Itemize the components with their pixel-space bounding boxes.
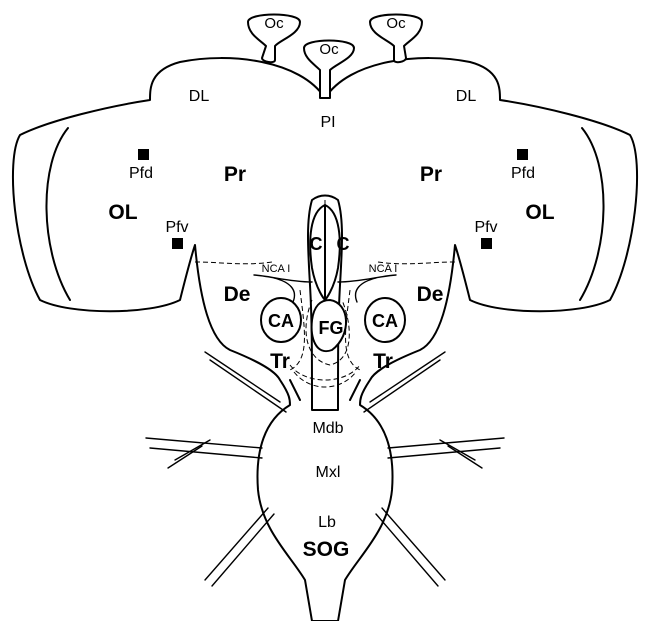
- label-sog: SOG: [303, 538, 350, 561]
- label-fg: FG: [319, 318, 344, 338]
- label-pfd-right: Pfd: [511, 165, 535, 182]
- label-ca-left: CA: [268, 311, 294, 331]
- marker-pfv-right: [481, 238, 492, 249]
- marker-pfd-left: [138, 149, 149, 160]
- label-mdb: Mdb: [312, 420, 343, 437]
- label-de-left: De: [224, 283, 251, 306]
- label-ol-right: OL: [525, 201, 554, 224]
- label-pi: PI: [320, 114, 335, 131]
- label-pfv-left: Pfv: [165, 219, 188, 236]
- label-de-right: De: [417, 283, 444, 306]
- label-cc-right: C: [337, 234, 350, 254]
- label-mxl: Mxl: [316, 464, 341, 481]
- label-tr-left: Tr: [270, 350, 290, 373]
- label-pr-right: Pr: [420, 163, 442, 186]
- marker-pfv-left: [172, 238, 183, 249]
- label-dl-left: DL: [189, 88, 210, 105]
- label-ocellus-right: Oc: [386, 15, 406, 32]
- label-pfd-left: Pfd: [129, 165, 153, 182]
- label-ca-right: CA: [372, 311, 398, 331]
- label-lb: Lb: [318, 514, 336, 531]
- label-cc-left: C: [310, 234, 323, 254]
- label-pr-left: Pr: [224, 163, 246, 186]
- label-pfv-right: Pfv: [474, 219, 497, 236]
- label-ol-left: OL: [108, 201, 137, 224]
- marker-pfd-right: [517, 149, 528, 160]
- label-dl-right: DL: [456, 88, 477, 105]
- label-nca-right: NCA I: [369, 263, 398, 275]
- label-ocellus-median: Oc: [319, 41, 339, 58]
- label-nca-left: NCA I: [262, 263, 291, 275]
- label-ocellus-left: Oc: [264, 15, 284, 32]
- label-tr-right: Tr: [373, 350, 393, 373]
